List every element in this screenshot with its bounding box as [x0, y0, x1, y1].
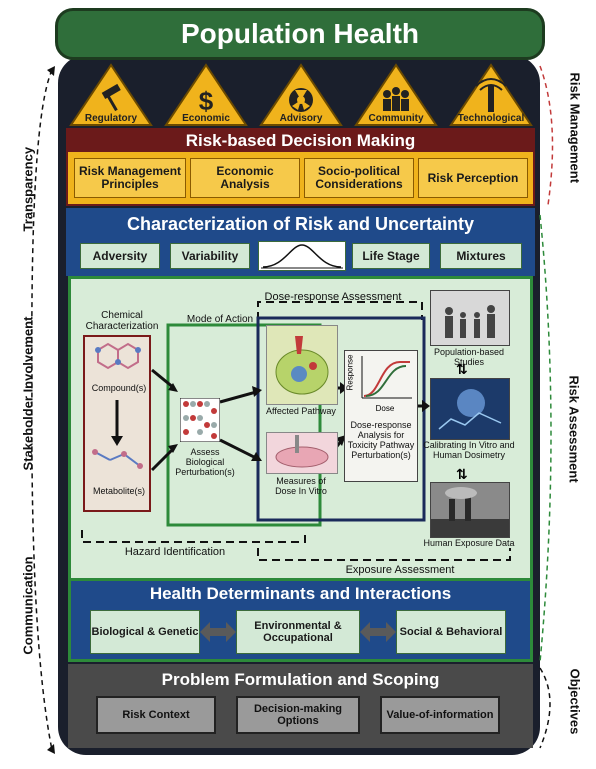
dose-response-assessment-label: Dose-response Assessment — [264, 291, 402, 303]
risk-factor-label-technological: Technological — [457, 113, 525, 124]
health-determinants-heading: Health Determinants and Interactions — [149, 584, 452, 603]
problem-formulation-heading: Problem Formulation and Scoping — [161, 670, 440, 689]
social-behavioral-box: Social & Behavioral — [396, 610, 506, 654]
variability-box: Variability — [170, 243, 250, 269]
socio-political-box: Socio-political Considerations — [304, 158, 414, 198]
communication-label: Communication — [20, 556, 36, 655]
svg-text:$: $ — [199, 86, 214, 116]
compound-molecule-icon — [95, 342, 141, 370]
population-studies-label: Population-based Studies — [433, 347, 505, 367]
stakeholder-involvement-label: Stakeholder Involvement — [20, 316, 36, 471]
technological-icon — [449, 63, 533, 126]
risk-factor-label-advisory: Advisory — [279, 113, 323, 124]
risk-factor-label-economic: Economic — [182, 113, 230, 124]
economic-icon: $ — [164, 63, 248, 126]
assess-biological-label: Assess Biological Perturbation(s) — [175, 447, 235, 477]
risk-management-principles-box: Risk Management Principles — [74, 158, 186, 198]
risk-assessment-label: Risk Assessment — [566, 375, 582, 483]
dose-axis-label: Dose — [375, 404, 395, 413]
risk-context-box: Risk Context — [96, 696, 216, 734]
compounds-label: Compound(s) — [91, 383, 147, 393]
calibrating-label: Calibrating In Vitro and Human Dosimetry — [423, 440, 515, 460]
bell-curve-icon — [261, 244, 343, 269]
risk-decision-heading: Risk-based Decision Making — [68, 130, 533, 152]
risk-perception-box: Risk Perception — [418, 158, 528, 198]
hazard-identification-label: Hazard Identification — [124, 546, 226, 558]
biological-genetic-box: Biological & Genetic — [90, 610, 200, 654]
human-exposure-label: Human Exposure Data — [423, 538, 515, 548]
value-of-information-box: Value-of-information — [380, 696, 500, 734]
transparency-label: Transparency — [20, 146, 36, 232]
metabolites-label: Metabolite(s) — [92, 486, 146, 496]
characterization-heading: Characterization of Risk and Uncertainty — [126, 214, 475, 234]
risk-factor-icons: $ — [69, 63, 533, 126]
risk-management-label: Risk Management — [567, 72, 583, 184]
measures-of-dose-image — [266, 432, 338, 474]
dose-response-analysis-label: Dose-response Analysis for Toxicity Path… — [347, 420, 415, 460]
decision-making-options-box: Decision-making Options — [236, 696, 360, 734]
double-arrow-icon-right — [360, 622, 396, 642]
calibrating-photo — [430, 378, 510, 440]
advisory-icon — [259, 63, 343, 126]
exposure-assessment-label: Exposure Assessment — [345, 564, 455, 576]
double-arrow-icon-left — [200, 622, 236, 642]
human-exposure-photo — [430, 482, 510, 538]
affected-pathway-label: Affected Pathway — [266, 406, 336, 416]
bidirectional-arrow-icon: ⇅ — [456, 361, 468, 377]
bidirectional-arrow-icon-2: ⇅ — [456, 466, 468, 482]
regulatory-icon — [69, 63, 153, 126]
risk-factor-label-community: Community — [368, 113, 424, 124]
distribution-curve — [258, 241, 346, 271]
adversity-box: Adversity — [80, 243, 160, 269]
environmental-occupational-box: Environmental & Occupational — [236, 610, 360, 654]
risk-factor-label-regulatory: Regulatory — [84, 113, 138, 124]
mixtures-box: Mixtures — [440, 243, 522, 269]
metabolite-molecule-icon — [92, 449, 143, 469]
mode-of-action-label: Mode of Action — [186, 314, 254, 325]
life-stage-box: Life Stage — [352, 243, 430, 269]
community-icon — [354, 63, 438, 126]
dose-response-panel — [344, 350, 418, 482]
page-title: Population Health — [55, 8, 545, 60]
measures-of-dose-label: Measures of Dose In Vitro — [275, 476, 327, 496]
population-studies-photo — [430, 290, 510, 346]
assay-plate-icon — [180, 398, 220, 442]
affected-pathway-image — [266, 325, 338, 405]
chemical-characterization-label: Chemical Characterization — [85, 310, 159, 332]
dose-response-curve — [361, 356, 412, 399]
objectives-label: Objectives — [567, 668, 583, 735]
assessment-lines — [81, 301, 511, 561]
economic-analysis-box: Economic Analysis — [190, 158, 300, 198]
